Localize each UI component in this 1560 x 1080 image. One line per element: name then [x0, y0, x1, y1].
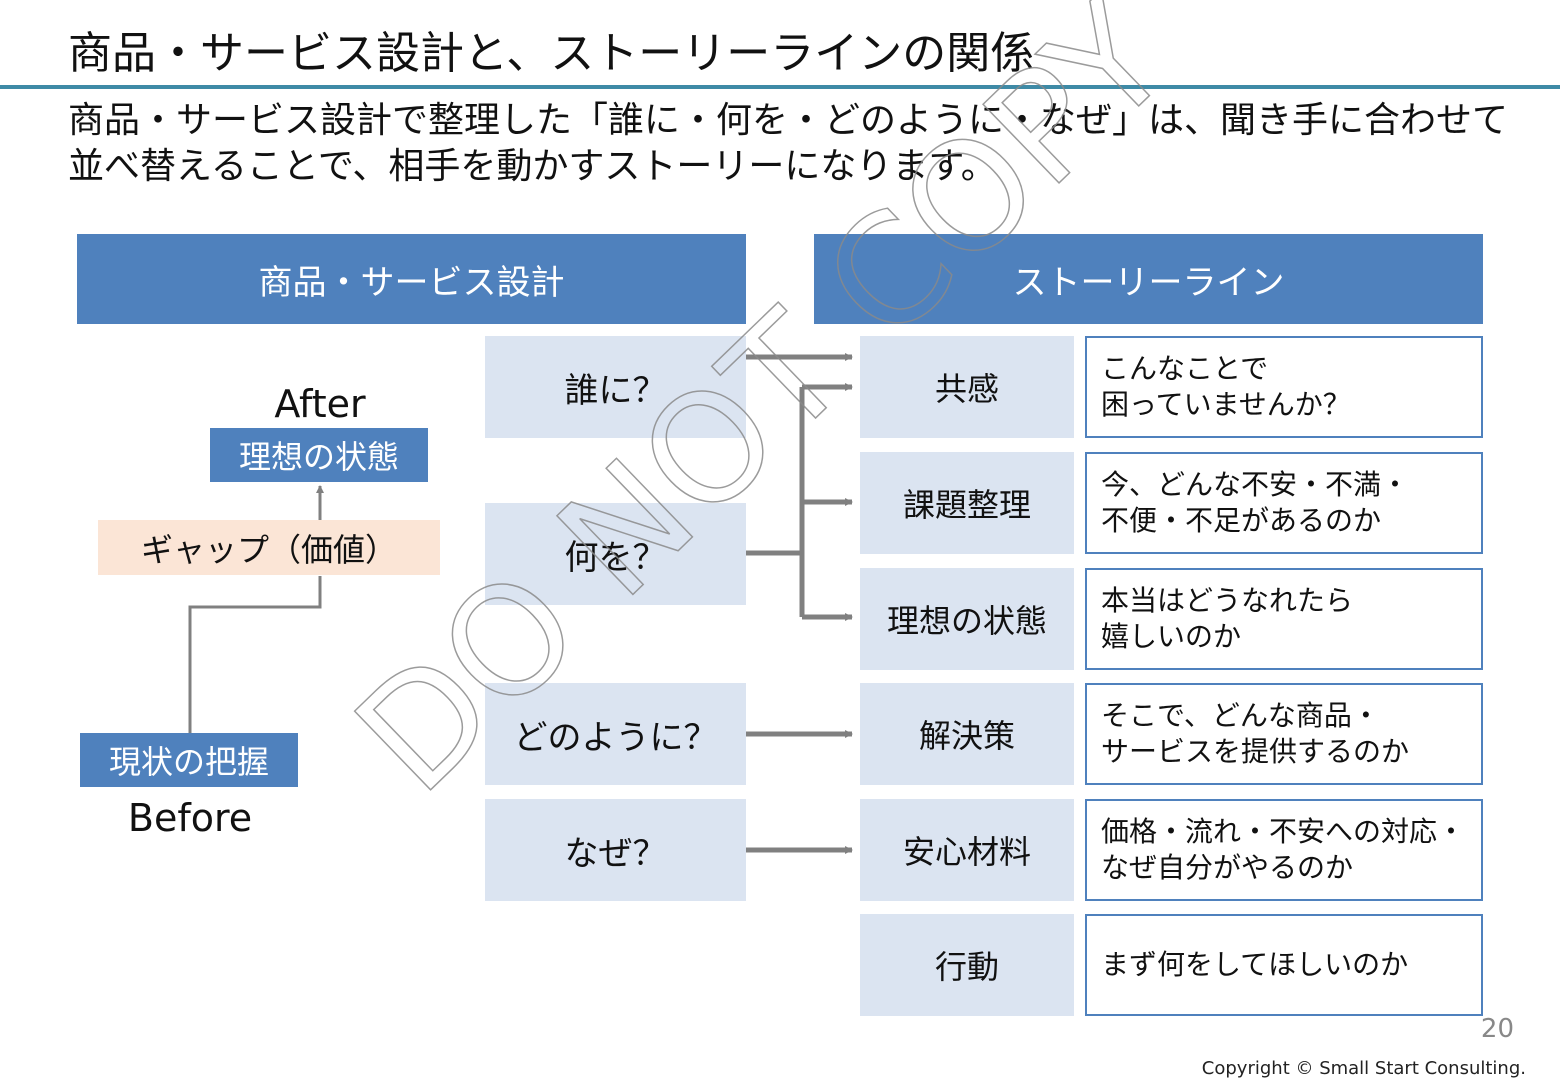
lead-text: 商品・サービス設計で整理した「誰に・何を・どのように・なぜ」は、聞き手に合わせて…	[68, 100, 1509, 187]
question-how: どのように？	[485, 683, 746, 785]
page-number: 20	[1480, 1014, 1514, 1044]
before-label: Before	[127, 796, 253, 840]
story-desc-action: まず何をしてほしいのか	[1085, 914, 1483, 1016]
gap-connector	[188, 576, 322, 733]
watermark: DO NOT COPY	[324, 0, 1202, 826]
question-what: 何を？	[485, 503, 746, 605]
story-desc-empathy: こんなことで 困っていませんか？	[1085, 336, 1483, 438]
before-state-tag: 現状の把握	[80, 733, 298, 787]
left-column-header: 商品・サービス設計	[77, 234, 746, 324]
story-step-empathy: 共感	[860, 336, 1074, 438]
right-column-header: ストーリーライン	[814, 234, 1483, 324]
gap-value-box: ギャップ（価値）	[98, 520, 440, 575]
after-label: After	[274, 382, 366, 426]
story-desc-problem: 今、どんな不安・不満・ 不便・不足があるのか	[1085, 452, 1483, 554]
story-desc-solution: そこで、どんな商品・ サービスを提供するのか	[1085, 683, 1483, 785]
page-title: 商品・サービス設計と、ストーリーラインの関係	[68, 28, 1035, 79]
story-desc-ideal: 本当はどうなれたら 嬉しいのか	[1085, 568, 1483, 670]
story-desc-reassurance: 価格・流れ・不安への対応・ なぜ自分がやるのか	[1085, 799, 1483, 901]
story-step-reassurance: 安心材料	[860, 799, 1074, 901]
story-step-solution: 解決策	[860, 683, 1074, 785]
question-why: なぜ？	[485, 799, 746, 901]
after-state-tag: 理想の状態	[210, 428, 428, 482]
question-who: 誰に？	[485, 336, 746, 438]
copyright-notice: Copyright © Small Start Consulting.	[1201, 1058, 1526, 1079]
story-step-action: 行動	[860, 914, 1074, 1016]
title-rule	[0, 85, 1560, 89]
story-step-ideal: 理想の状態	[860, 568, 1074, 670]
story-step-problem: 課題整理	[860, 452, 1074, 554]
